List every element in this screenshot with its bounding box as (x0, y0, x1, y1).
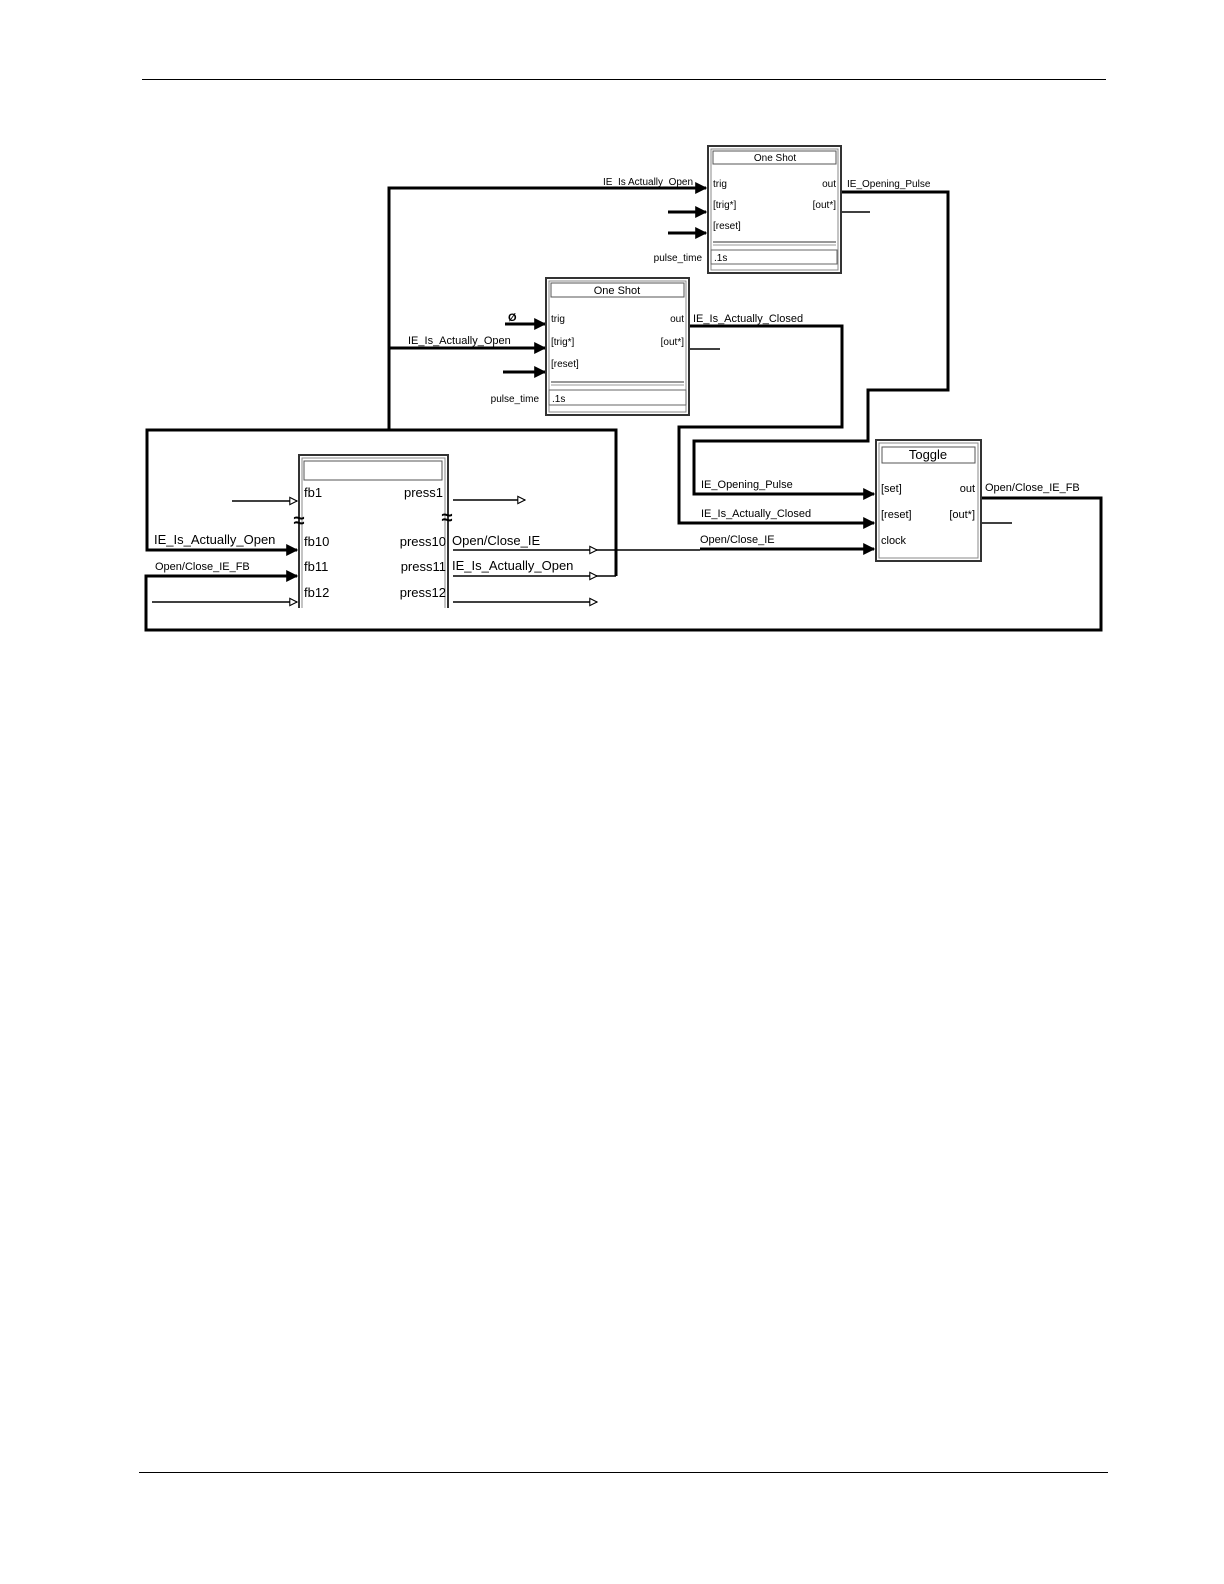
pulse-time-value: .1s (714, 253, 727, 264)
port-out-star: [out*] (661, 337, 685, 348)
signal-label: Open/Close_IE_FB (985, 482, 1080, 494)
port-fb12: fb12 (304, 585, 329, 600)
signal-label: IE_Is_Actually_Closed (693, 313, 803, 325)
port-trig-star: [trig*] (713, 200, 737, 211)
one-shot-block-top[interactable]: One Shot trig [trig*] [reset] out [out*]… (654, 145, 842, 274)
signal-labels: IE_Is Actually_Open IE_Opening_Pulse Ø I… (154, 177, 1080, 573)
signal-label: IE_Is_Actually_Open (408, 335, 511, 347)
signal-label: IE_Opening_Pulse (847, 179, 931, 190)
port-press12: press12 (400, 585, 446, 600)
port-clock: clock (881, 535, 907, 547)
port-fb1: fb1 (304, 485, 322, 500)
port-reset: [reset] (713, 221, 741, 232)
pulse-time-value: .1s (552, 394, 565, 405)
signal-label: IE_Is_Actually_Closed (701, 508, 811, 520)
port-out: out (960, 483, 975, 495)
block-title: Toggle (909, 447, 947, 462)
block-title: One Shot (594, 285, 640, 297)
pulse-time-field[interactable] (710, 249, 838, 265)
footer-rule (139, 1472, 1108, 1473)
header-rule (142, 79, 1106, 80)
one-shot-block-middle[interactable]: One Shot trig [trig*] [reset] out [out*]… (491, 277, 690, 416)
break-symbol-right: ≈ (442, 507, 453, 529)
signal-label: IE_Is_Actually_Open (452, 558, 573, 573)
port-out: out (822, 179, 836, 190)
wire-actually-closed (677, 324, 876, 529)
port-trig-star: [trig*] (551, 337, 575, 348)
port-press10: press10 (400, 534, 446, 549)
pulse-time-label: pulse_time (491, 394, 540, 405)
toggle-block[interactable]: Toggle [set] [reset] clock out [out*] (875, 439, 982, 562)
pulse-time-label: pulse_time (654, 253, 703, 264)
port-out-star: [out*] (813, 200, 837, 211)
port-press11: press11 (401, 559, 446, 574)
signal-label: Ø (508, 312, 517, 324)
port-trig: trig (551, 314, 565, 325)
wire-toggle-feedback (144, 496, 1103, 632)
signal-label: Open/Close_IE (452, 533, 540, 548)
port-reset: [reset] (881, 509, 912, 521)
pulse-time-field[interactable] (548, 389, 687, 406)
wires (144, 182, 1103, 632)
break-symbol-left: ≈ (294, 510, 305, 532)
port-set: [set] (881, 483, 902, 495)
port-fb11: fb11 (304, 559, 328, 574)
block-title: One Shot (754, 153, 796, 164)
signal-label: IE_Opening_Pulse (701, 479, 793, 491)
port-out: out (670, 314, 684, 325)
signal-label: Open/Close_IE_FB (155, 561, 250, 573)
wire-io-loop (145, 428, 618, 576)
port-press1: press1 (404, 485, 443, 500)
io-block[interactable]: fb1 fb10 fb11 fb12 press1 press10 press1… (294, 454, 453, 608)
port-trig: trig (713, 179, 727, 190)
port-out-star: [out*] (949, 509, 975, 521)
wire-opening-pulse (692, 190, 950, 500)
signal-label: IE_Is Actually_Open (603, 177, 693, 188)
signal-label: IE_Is_Actually_Open (154, 532, 275, 547)
port-reset: [reset] (551, 359, 579, 370)
signal-label: Open/Close_IE (700, 534, 775, 546)
port-fb10: fb10 (304, 534, 329, 549)
